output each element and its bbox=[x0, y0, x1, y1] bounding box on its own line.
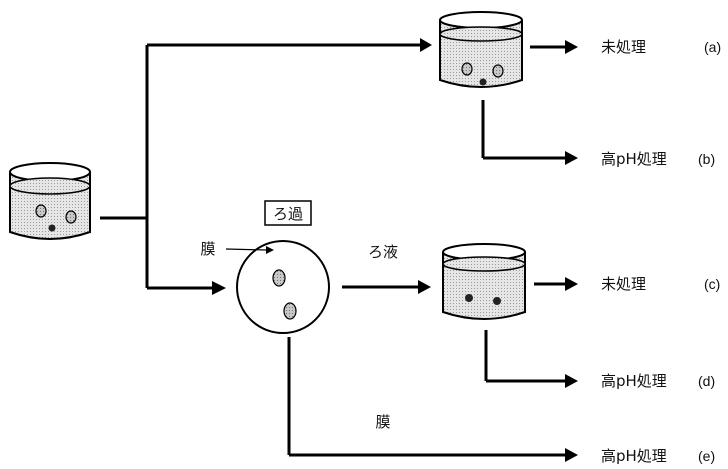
particle-large bbox=[273, 270, 285, 286]
outcome-e: 高pH処理 (e) bbox=[601, 447, 715, 465]
untreated-beaker-top bbox=[440, 12, 522, 87]
outcome-c-treatment: 未処理 bbox=[601, 275, 646, 293]
arrow-to-e bbox=[565, 448, 578, 462]
membrane-pointer-label: 膜 bbox=[200, 240, 215, 258]
arrow-to-d bbox=[565, 374, 578, 388]
particle-large bbox=[493, 65, 503, 77]
filtrate-arrow bbox=[418, 280, 431, 294]
particle-small bbox=[480, 79, 487, 86]
outcome-b: 高pH処理 (b) bbox=[601, 150, 715, 168]
outcome-e-treatment: 高pH処理 bbox=[601, 447, 667, 465]
outcome-c: 未処理 (c) bbox=[601, 275, 720, 293]
arrow-to-c bbox=[565, 277, 578, 291]
particle-small bbox=[493, 297, 501, 305]
outcome-b-treatment: 高pH処理 bbox=[601, 150, 667, 168]
particle-large bbox=[284, 303, 296, 319]
outcome-e-tag: (e) bbox=[698, 448, 715, 464]
arrow-to-beaker-a bbox=[420, 38, 432, 52]
filtration-label: ろ過 bbox=[273, 205, 303, 223]
outcome-b-tag: (b) bbox=[698, 151, 715, 167]
particle-small bbox=[465, 294, 473, 302]
membrane-filter bbox=[237, 241, 329, 333]
outcome-d-tag: (d) bbox=[698, 373, 715, 389]
arrow-to-b bbox=[565, 151, 578, 165]
outcome-d: 高pH処理 (d) bbox=[601, 372, 715, 390]
arrow-to-filter bbox=[212, 281, 226, 295]
particle-small bbox=[49, 225, 56, 232]
outcome-a: 未処理 (a) bbox=[601, 38, 721, 56]
filtrate-beaker bbox=[443, 244, 525, 319]
arrow-to-a bbox=[565, 40, 578, 54]
outcome-c-tag: (c) bbox=[704, 276, 720, 292]
particle-large bbox=[462, 63, 472, 75]
particle-large bbox=[66, 211, 76, 223]
particle-large bbox=[36, 205, 46, 217]
filtrate-label: ろ液 bbox=[368, 243, 398, 261]
outcome-a-tag: (a) bbox=[704, 39, 721, 55]
source-beaker bbox=[10, 163, 90, 239]
outcome-d-treatment: 高pH処理 bbox=[601, 372, 667, 390]
outcome-a-treatment: 未処理 bbox=[601, 38, 646, 56]
membrane-bottom-label: 膜 bbox=[375, 413, 390, 431]
